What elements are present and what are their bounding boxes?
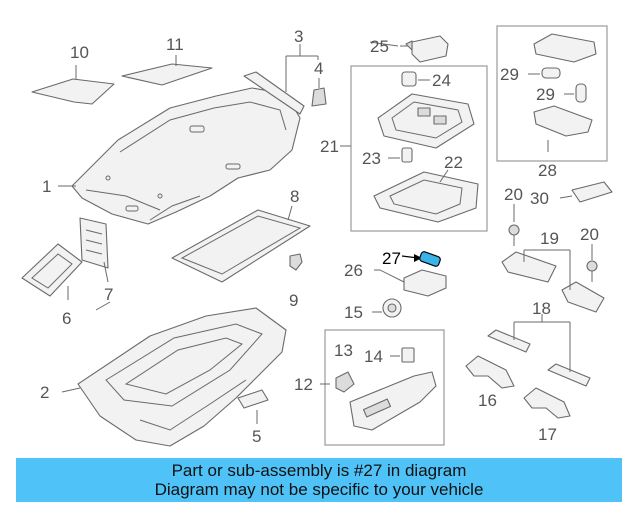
part-22-lens [373,169,479,223]
box-12-sun-visor-group [324,329,445,446]
part-21-dome-light [340,93,475,149]
part-12-sun-visor [320,371,437,431]
part-24-bulb [401,71,430,87]
label-part-2: 2 [40,383,49,402]
label-part-11: 11 [166,35,184,54]
part-20-screw-a [508,204,520,246]
part-26-bracket [374,269,447,297]
part-10-roof-panel [31,65,115,105]
label-part-23: 23 [362,149,381,168]
part-17-grab-handle [523,387,571,419]
label-part-29-b: 29 [536,85,555,104]
label-part-13: 13 [334,341,353,360]
part-18-bracket [487,314,591,387]
part-15-clip [372,298,402,318]
part-29-bulb-b [564,83,587,103]
label-part-20-b: 20 [580,225,599,244]
label-part-24: 24 [432,71,451,90]
banner-line-1: Part or sub-assembly is #27 in diagram [171,461,467,480]
part-1-headliner [58,87,301,225]
label-part-17: 17 [538,425,557,444]
label-part-26: 26 [344,261,363,280]
label-part-27: 27 [382,249,401,268]
part-4-clip [311,78,327,107]
label-part-4: 4 [314,59,323,78]
part-3-roof-rail [243,44,319,115]
label-part-12: 12 [294,375,313,394]
label-part-7: 7 [104,285,113,304]
label-part-6: 6 [62,309,71,328]
part-20-screw-b [586,244,598,282]
label-part-28: 28 [538,161,557,180]
label-part-3: 3 [294,27,303,46]
info-banner: Part or sub-assembly is #27 in diagram D… [16,458,622,502]
part-29-bulb-a [528,67,561,79]
label-part-30: 30 [530,189,549,208]
part-9-clip [289,253,303,271]
part-28-map-light [533,33,597,152]
part-13-visor-clip [335,371,355,393]
label-part-15: 15 [344,303,363,322]
part-19-bracket [501,249,605,313]
part-6-bracket [21,243,83,300]
part-16-grab-handle [465,355,515,389]
part-11-roof-panel [121,55,213,86]
box-28-map-light-group [496,25,608,162]
part-7-trim [79,217,109,283]
label-part-1: 1 [42,177,51,196]
part-30-switch [559,181,613,203]
part-14-cover [390,347,415,363]
box-21-dome-light-group [350,65,488,232]
part-8-sunroof-frame [171,205,311,283]
label-part-18: 18 [532,299,551,318]
label-part-22: 22 [444,153,463,172]
label-part-5: 5 [252,427,261,446]
part-27-bulb [401,251,441,267]
part-23-bulb [388,147,413,163]
banner-line-2: Diagram may not be specific to your vehi… [154,480,484,499]
label-part-20-a: 20 [504,185,523,204]
part-2-headliner [61,307,287,447]
label-part-10: 10 [70,43,89,62]
label-part-19: 19 [540,229,559,248]
label-part-16: 16 [478,391,497,410]
label-part-29-a: 29 [500,65,519,84]
label-part-21: 21 [320,137,339,156]
label-part-14: 14 [364,347,383,366]
label-part-25: 25 [370,37,389,56]
label-part-8: 8 [290,187,299,206]
label-part-9: 9 [289,291,298,310]
part-5-lamp [237,389,269,424]
part-25-bracket [400,35,449,63]
